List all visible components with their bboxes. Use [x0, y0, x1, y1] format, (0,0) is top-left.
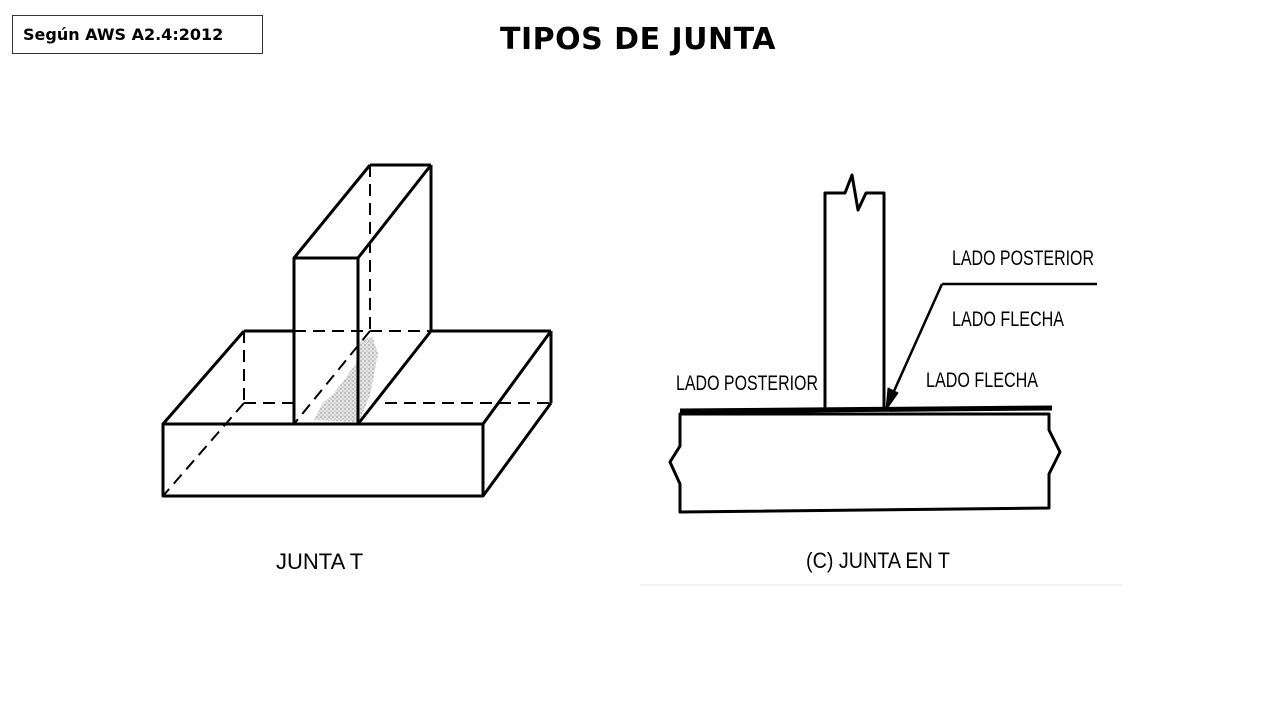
- section-base-plate: [668, 412, 1062, 514]
- section-t-joint: [668, 173, 1097, 514]
- arrow-head: [885, 387, 899, 411]
- isometric-t-joint: [161, 163, 553, 498]
- vertical-member: [823, 173, 886, 410]
- base-plate-top-surface: [679, 405, 1053, 414]
- base-plate-hidden-edges: [162, 330, 551, 497]
- right-figure-caption: (C) JUNTA EN T: [806, 548, 950, 573]
- label-lado-flecha-lower: LADO FLECHA: [926, 369, 1038, 392]
- standard-reference-text: Según AWS A2.4:2012: [23, 25, 224, 44]
- label-lado-flecha-right: LADO FLECHA: [952, 308, 1064, 331]
- standard-reference-box: Según AWS A2.4:2012: [12, 15, 263, 54]
- label-lado-posterior-right: LADO POSTERIOR: [952, 247, 1094, 270]
- page-title: TIPOS DE JUNTA: [500, 22, 776, 57]
- left-figure-caption: JUNTA T: [276, 549, 363, 574]
- weld-area-shading: [358, 336, 378, 422]
- arrow-leader: [888, 283, 944, 401]
- label-lado-posterior-left: LADO POSTERIOR: [676, 372, 818, 395]
- vertical-plate-hidden-edges: [293, 165, 371, 425]
- base-plate: [161, 329, 553, 498]
- weld-area-shading-left: [314, 355, 358, 422]
